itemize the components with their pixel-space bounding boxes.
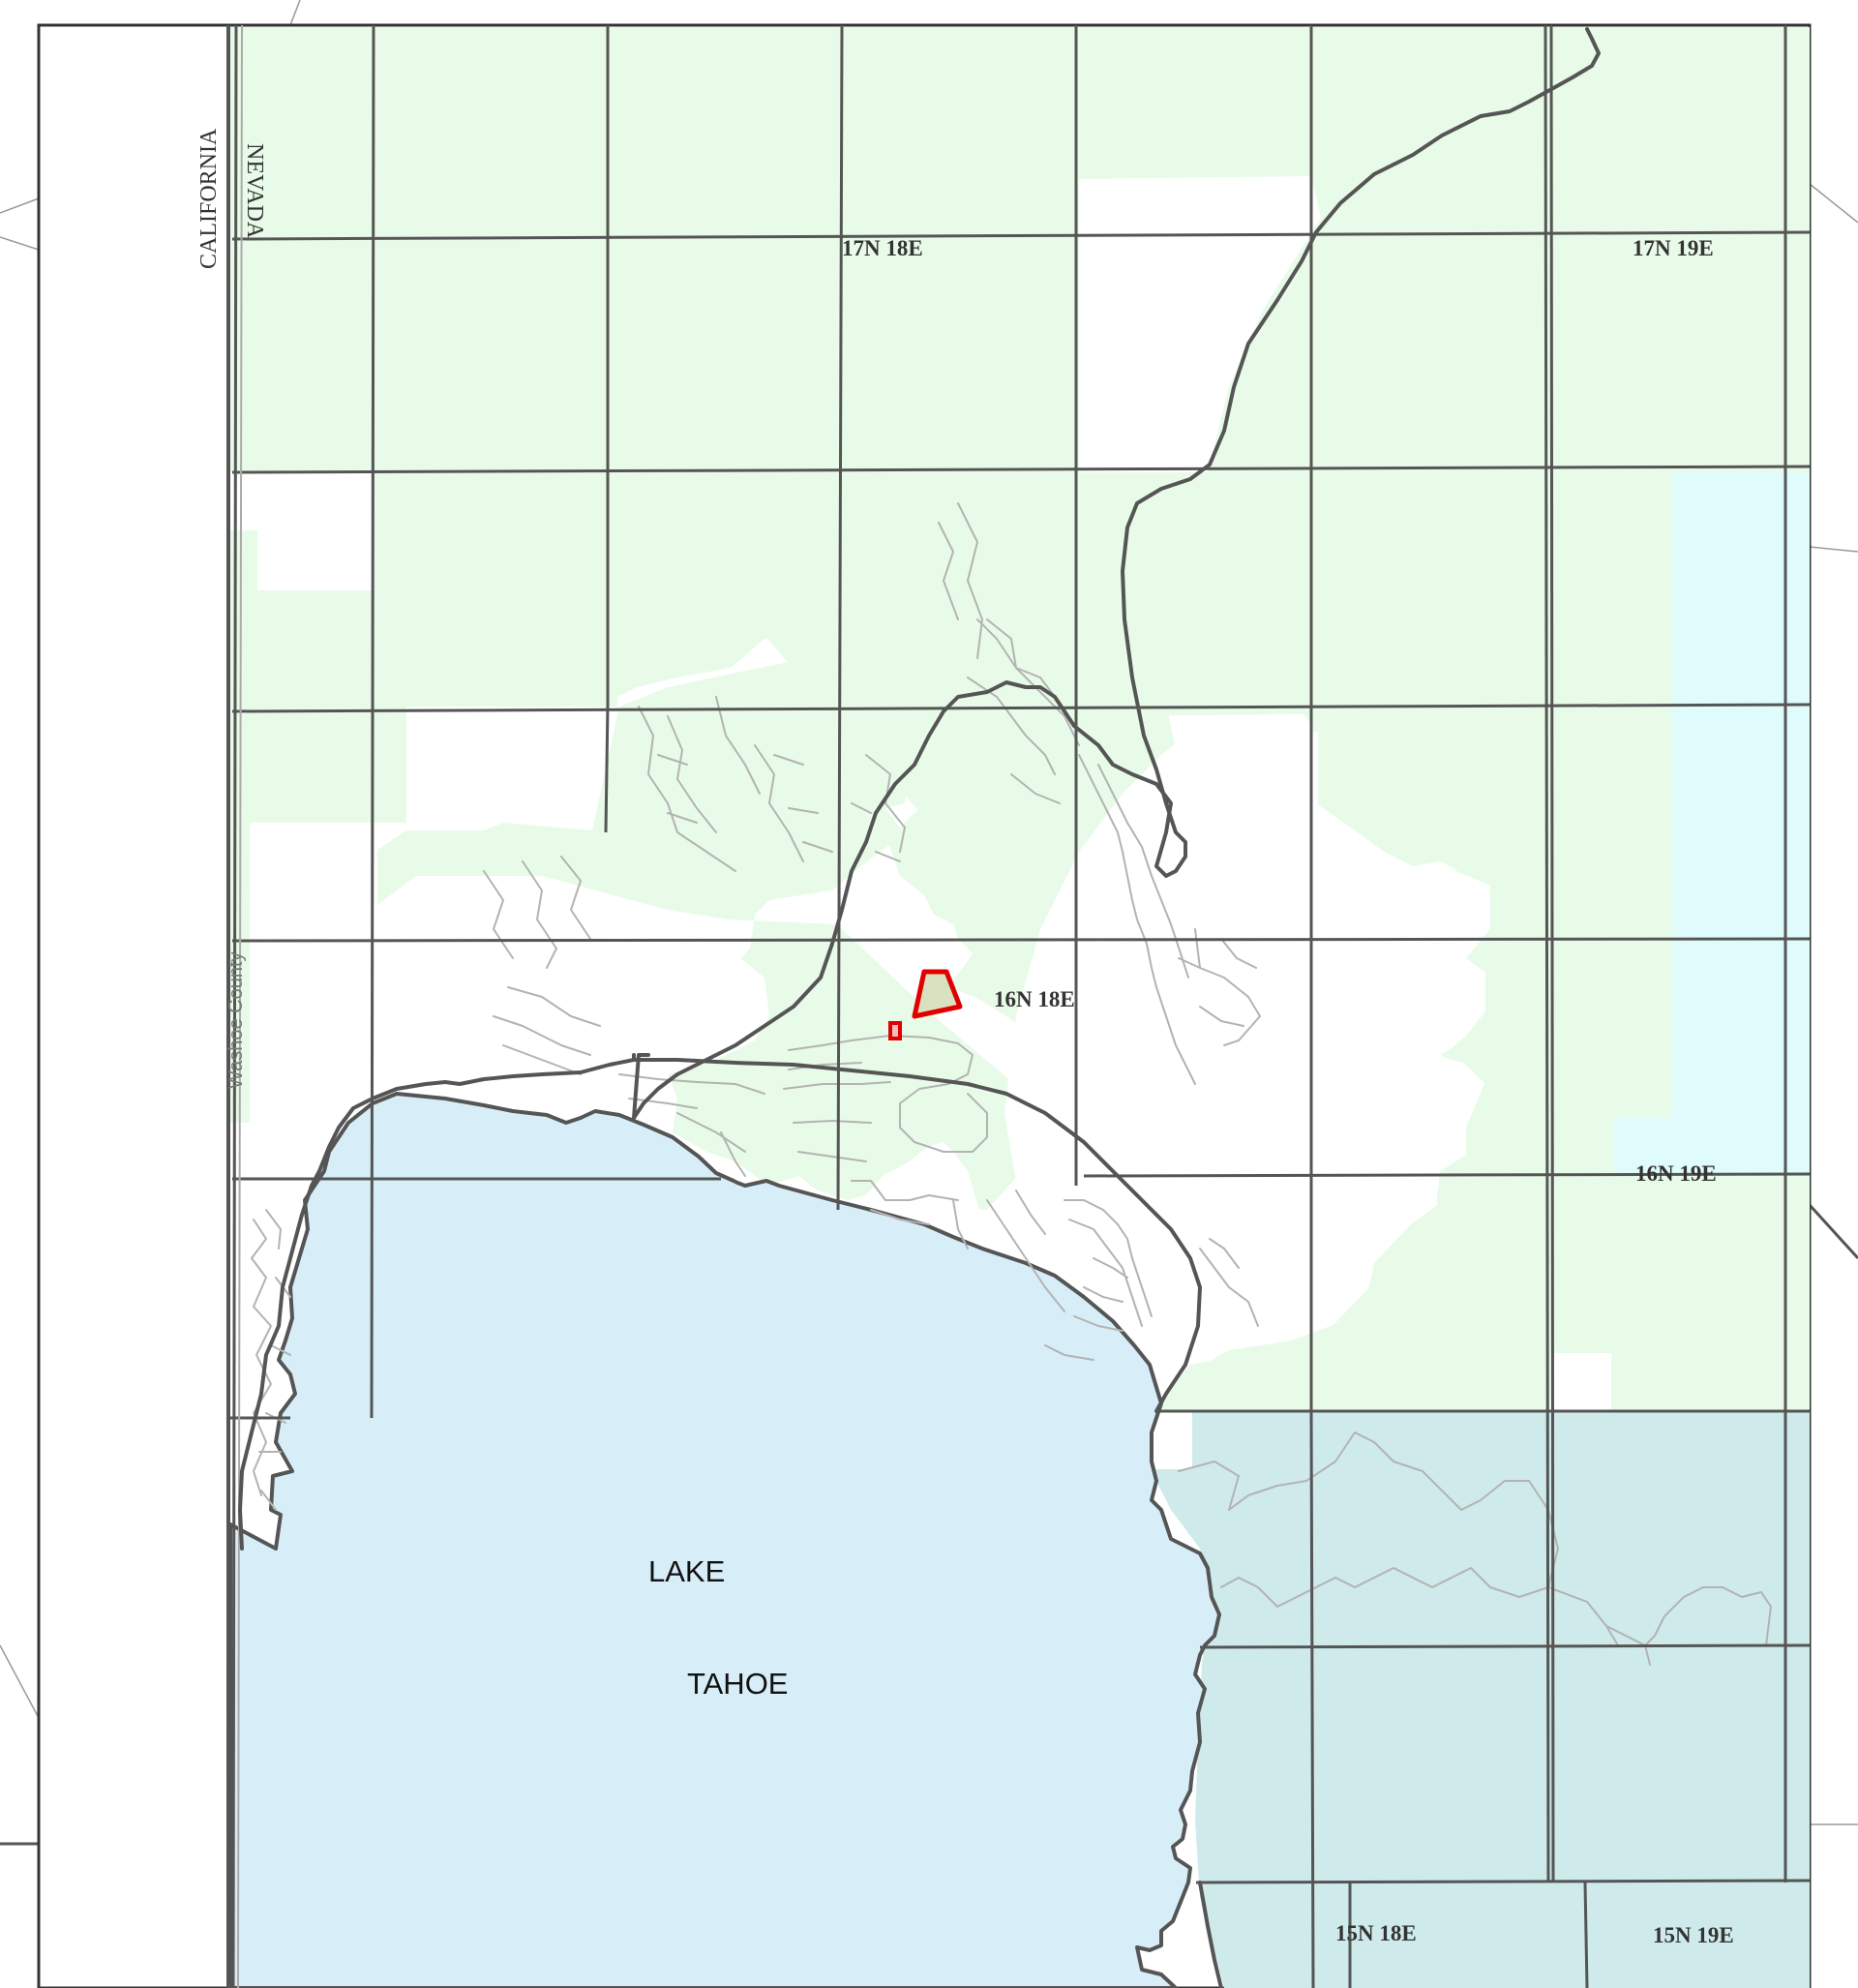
green-right-region: [1123, 472, 1810, 1411]
teal-land-southeast: [1152, 1411, 1810, 1988]
label-nevada: NEVADA: [242, 143, 267, 239]
land-fills-clean: [230, 27, 1810, 1988]
label-tahoe: TAHOE: [687, 1667, 789, 1701]
label-california: CALIFORNIA: [196, 128, 222, 269]
label-16n-18e: 16N 18E: [994, 987, 1075, 1011]
label-17n-19e: 17N 19E: [1633, 236, 1714, 260]
parcel-small[interactable]: [888, 1021, 902, 1040]
state-line: [226, 24, 243, 1988]
green-upper-middle: [617, 472, 1079, 697]
label-lake: LAKE: [648, 1554, 725, 1588]
private-land-cutout: [1079, 176, 1321, 472]
major-roads: [238, 27, 1601, 1988]
parcel-main[interactable]: [912, 969, 963, 1019]
label-16n-19e: 16N 19E: [1635, 1161, 1717, 1186]
map-labels: CALIFORNIA NEVADA Washoe County 17N 18E …: [196, 128, 1734, 1947]
teal-notch: [1152, 1411, 1192, 1469]
green-left-block: [230, 472, 617, 1123]
lake-tahoe: [228, 1092, 1221, 1988]
label-county: Washoe County: [225, 951, 247, 1089]
green-top-band: [230, 27, 1810, 472]
cyan-land-band: [1614, 472, 1810, 1174]
label-15n-18e: 15N 18E: [1335, 1921, 1417, 1945]
private-inholding: [257, 472, 372, 590]
label-15n-19e: 15N 19E: [1653, 1923, 1734, 1947]
private-land-east: [1004, 732, 1318, 1411]
subject-parcels[interactable]: [888, 969, 963, 1040]
section-grid: [230, 24, 1811, 1988]
outside-context-lines: [0, 0, 1858, 1846]
label-17n-18e: 17N 18E: [842, 236, 923, 260]
